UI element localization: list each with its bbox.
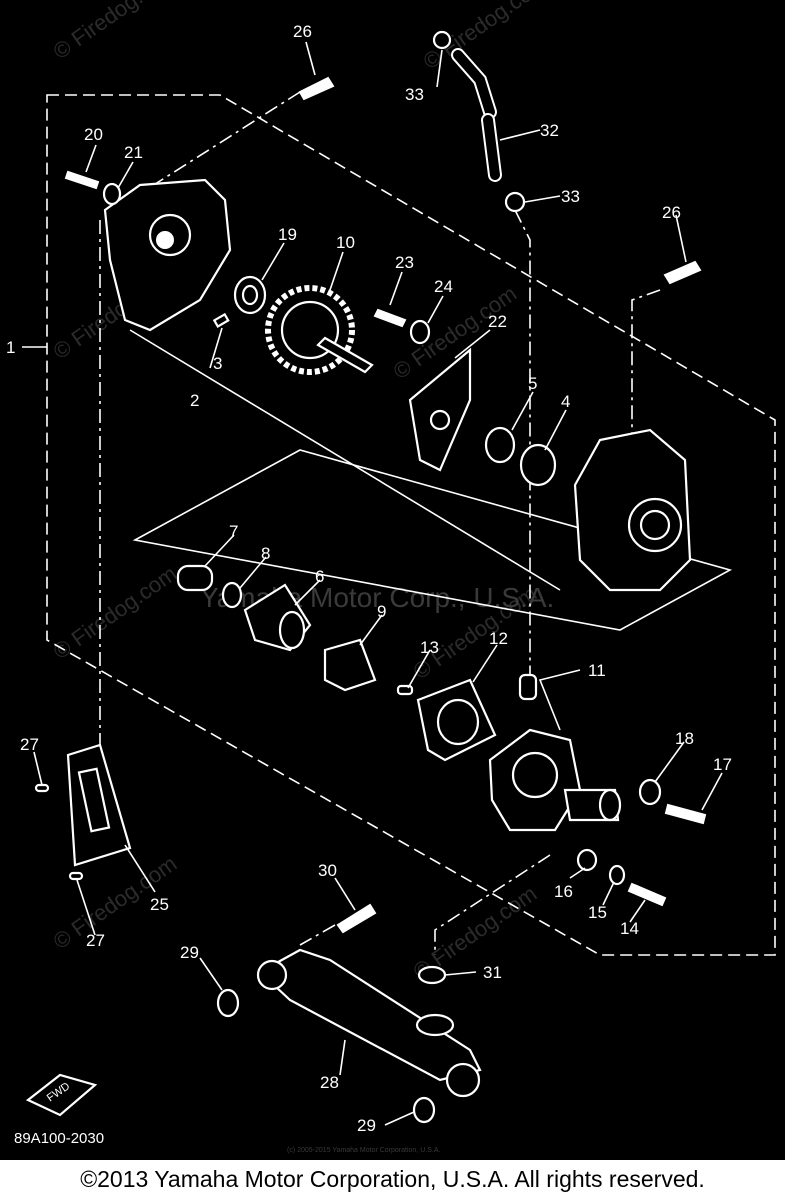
assembly-outline [46,91,776,956]
callout-6: 6 [315,567,324,586]
callout-15: 15 [588,903,607,922]
inner-copyright: (c) 2005-2015 Yamaha Motor Corporation, … [287,1147,440,1154]
callout-27: 27 [86,931,105,950]
callout-33: 33 [561,187,580,206]
callout-12: 12 [489,629,508,648]
callout-7: 7 [229,522,238,541]
callout-31: 31 [483,963,502,982]
callout-30: 30 [318,861,337,880]
callout-32: 32 [540,121,559,140]
leader-lines [22,41,723,1126]
callout-9: 9 [377,602,386,621]
callout-10: 10 [336,233,355,252]
callout-5: 5 [528,374,537,393]
callout-19: 19 [278,225,297,244]
callout-20: 20 [84,125,103,144]
copyright-footer: ©2013 Yamaha Motor Corporation, U.S.A. A… [0,1160,785,1198]
site-watermark: © Firedog.com [49,0,182,64]
callout-28: 28 [320,1073,339,1092]
callout-26: 26 [293,22,312,41]
parts [25,30,707,1124]
callout-16: 16 [554,882,573,901]
callout-17: 17 [713,755,732,774]
callouts: 26 20 21 19 10 23 24 22 3 2 1 5 4 33 32 … [6,22,732,1135]
callout-29: 29 [357,1116,376,1135]
callout-25: 25 [150,895,169,914]
callout-4: 4 [561,392,570,411]
callout-29: 29 [180,943,199,962]
callout-13: 13 [420,638,439,657]
diagram-code: 89A100-2030 [14,1130,104,1147]
callout-24: 24 [434,277,453,296]
callout-8: 8 [261,544,270,563]
callout-21: 21 [124,143,143,162]
callout-14: 14 [620,919,639,938]
callout-11: 11 [588,661,606,680]
callout-23: 23 [395,253,414,272]
callout-22: 22 [488,312,507,331]
callout-27: 27 [20,735,39,754]
callout-2: 2 [190,391,199,410]
callout-1: 1 [6,338,15,357]
site-watermark: © Firedog.com [49,561,182,664]
callout-26: 26 [662,203,681,222]
exploded-parts-diagram: © Firedog.com © Firedog.com © Firedog.co… [6,0,776,1154]
callout-3: 3 [213,354,222,373]
callout-18: 18 [675,729,694,748]
callout-33: 33 [405,85,424,104]
